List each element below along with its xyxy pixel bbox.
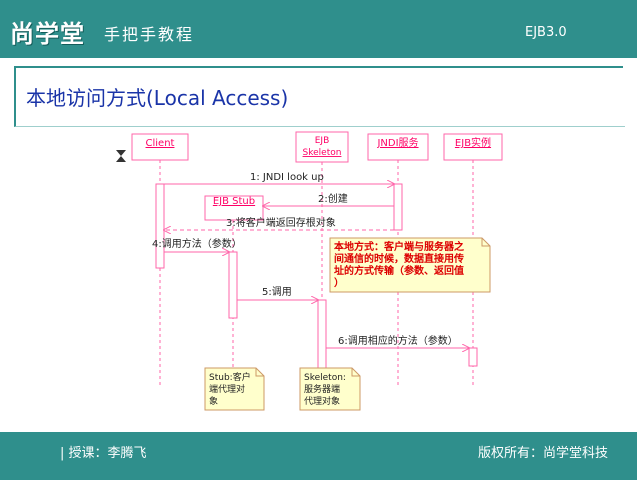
stub-note-line-1: Stub:客户 [209,371,251,383]
participant-jndi: JNDI服务 [367,133,429,161]
skeleton-note-line-2: 服务器端 [304,383,340,395]
note-line-1: 本地方式：客户端与服务器之 [334,240,464,253]
stub-object: EJB Stub [204,195,264,221]
participant-instance-label: EJB实例 [455,136,491,149]
participant-client-label: Client [146,138,175,149]
participant-client: Client [131,133,189,161]
slide-title: 本地访问方式(Local Access) [26,86,289,110]
local-access-note: 本地方式：客户端与服务器之 间通信的时候，数据直接用传 址的方式传输（参数、返回… [329,237,491,293]
footer-bar [0,432,637,480]
logo: 尚学堂 [10,20,85,48]
participant-jndi-label: JNDI服务 [376,136,418,149]
note-line-4: ） [334,276,344,289]
skeleton-note: Skeleton: 服务器端 代理对象 [299,367,361,411]
footer-instructor: | 授课：李腾飞 [60,446,147,461]
stub-note: Stub:客户 端代理对 象 [204,367,265,411]
message-arrows [164,184,469,348]
skeleton-note-line-3: 代理对象 [304,395,340,407]
note-line-2: 间通信的时候，数据直接用传 [334,252,464,265]
stub-object-label: EJB Stub [213,196,255,207]
message-4: 4:调用方法（参数） [152,237,242,250]
header-subtitle: 手把手教程 [104,25,195,44]
course-name: EJB3.0 [525,25,567,40]
message-1: 1: JNDI look up [250,172,324,183]
stub-note-line-2: 端代理对 [209,383,245,395]
participant-skeleton-label-2: Skeleton [303,148,342,158]
participant-skeleton-label-1: EJB [315,136,330,146]
actor-icon [116,150,126,162]
message-5: 5:调用 [262,286,292,298]
participant-skeleton: EJB Skeleton [295,131,349,163]
message-6: 6:调用相应的方法（参数） [338,334,458,347]
title-rule [14,66,623,68]
header-bar [0,0,637,58]
participant-instance: EJB实例 [443,133,503,161]
message-3: 3:将客户端返回存根对象 [226,216,336,229]
footer-copyright: 版权所有：尚学堂科技 [478,446,609,461]
title-frame [14,66,625,127]
skeleton-note-line-1: Skeleton: [304,373,346,383]
stub-note-line-3: 象 [209,395,218,407]
note-line-3: 址的方式传输（参数、返回值 [334,264,464,277]
message-2: 2:创建 [318,192,348,205]
